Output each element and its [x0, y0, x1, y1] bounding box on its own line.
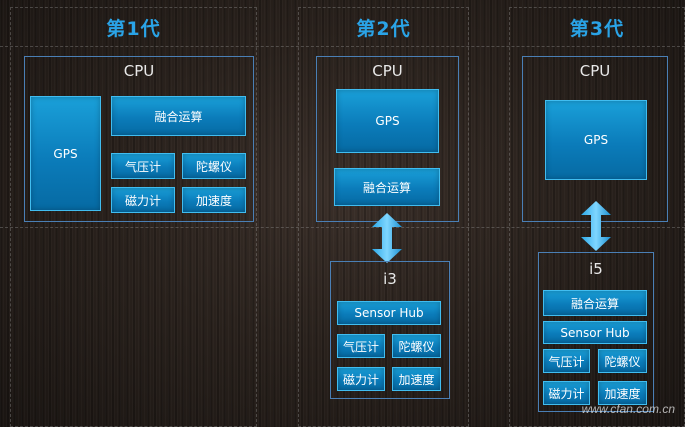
gen1-title: 第1代	[106, 18, 161, 40]
gen3-title: 第3代	[569, 18, 625, 40]
gen3-accelerometer-label: 加速度	[604, 386, 641, 401]
gen3-fusion-label: 融合运算	[570, 296, 619, 311]
gen3-sensor-hub-box: Sensor Hub	[543, 321, 647, 344]
gen2-gyroscope-label: 陀螺仪	[398, 339, 435, 354]
gen1-magnetometer-box: 磁力计	[111, 187, 175, 213]
gen1-cpu-frame	[24, 56, 254, 222]
gen2-gps-box: GPS	[336, 89, 439, 153]
gen2-fusion-label: 融合运算	[362, 180, 411, 195]
gen3-gyroscope-box: 陀螺仪	[598, 349, 647, 373]
gen1-fusion-box: 融合运算	[111, 96, 246, 136]
gen3-fusion-box: 融合运算	[543, 290, 647, 316]
gen2-coprocessor-label: i3	[383, 270, 397, 288]
gen1-cpu-label: CPU	[123, 62, 155, 80]
top-divider-line	[0, 46, 685, 47]
gen3-gps-box: GPS	[545, 100, 647, 180]
gen2-accelerometer-box: 加速度	[392, 367, 441, 391]
gen1-gyroscope-label: 陀螺仪	[195, 159, 232, 174]
gen3-cpu-label: CPU	[579, 62, 611, 80]
gen1-magnetometer-label: 磁力计	[124, 193, 161, 208]
gen2-magnetometer-label: 磁力计	[342, 372, 379, 387]
gen1-gps-label: GPS	[53, 146, 78, 161]
gen3-accelerometer-box: 加速度	[598, 381, 647, 405]
gen2-double-arrow-icon	[371, 213, 403, 263]
gen1-accelerometer-label: 加速度	[195, 193, 232, 208]
gen3-magnetometer-box: 磁力计	[543, 381, 590, 405]
gen3-double-arrow-icon	[580, 201, 612, 251]
gen2-fusion-box: 融合运算	[334, 168, 440, 206]
gen2-barometer-box: 气压计	[337, 334, 385, 358]
gen2-gps-label: GPS	[375, 114, 400, 128]
gen2-sensor-hub-label: Sensor Hub	[354, 306, 424, 320]
gen1-barometer-label: 气压计	[124, 159, 161, 174]
gen2-magnetometer-box: 磁力计	[337, 367, 385, 391]
gen3-coprocessor-frame	[538, 252, 654, 412]
gen3-barometer-label: 气压计	[548, 354, 585, 369]
gen2-gyroscope-box: 陀螺仪	[392, 334, 441, 358]
gen2-accelerometer-label: 加速度	[398, 372, 435, 387]
gen1-fusion-label: 融合运算	[154, 109, 203, 124]
gen2-coprocessor-frame	[330, 261, 450, 399]
watermark: www.cfan.com.cn	[581, 402, 675, 416]
gen2-sensor-hub-box: Sensor Hub	[337, 301, 441, 325]
gen2-barometer-label: 气压计	[342, 339, 379, 354]
gen3-coprocessor-label: i5	[589, 260, 603, 278]
gen3-sensor-hub-label: Sensor Hub	[560, 325, 630, 340]
gen3-barometer-box: 气压计	[543, 349, 590, 373]
gen2-title: 第2代	[356, 18, 411, 40]
gen3-magnetometer-label: 磁力计	[548, 386, 585, 401]
gen1-gps-box: GPS	[30, 96, 101, 211]
gen3-gyroscope-label: 陀螺仪	[604, 354, 641, 369]
gen1-barometer-box: 气压计	[111, 153, 175, 179]
gen2-cpu-label: CPU	[372, 62, 403, 80]
middle-divider-line	[0, 227, 685, 228]
gen3-gps-label: GPS	[583, 133, 609, 147]
gen1-gyroscope-box: 陀螺仪	[182, 153, 246, 179]
gen1-accelerometer-box: 加速度	[182, 187, 246, 213]
